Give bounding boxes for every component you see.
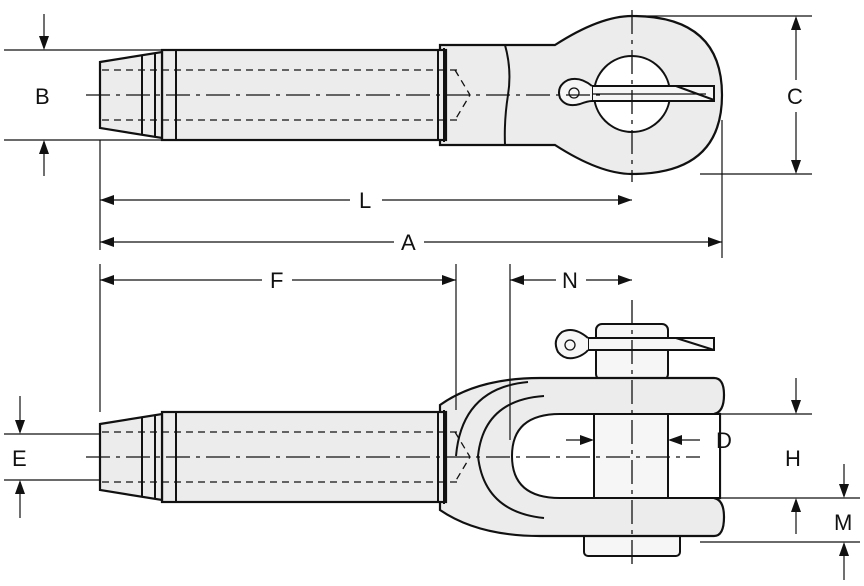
label-e: E <box>12 446 27 471</box>
cotter-ring <box>558 77 593 107</box>
label-b: B <box>35 84 50 109</box>
label-m: M <box>834 510 852 535</box>
bottom-view <box>86 300 726 570</box>
label-f: F <box>270 268 283 293</box>
label-c: C <box>787 84 803 109</box>
label-l: L <box>359 188 371 213</box>
dimensions <box>4 14 860 580</box>
pin-shaft <box>593 413 669 499</box>
label-d: D <box>716 428 732 453</box>
label-n: N <box>562 268 578 293</box>
dimension-labels: B C L A F N E D H M <box>12 84 852 535</box>
top-view <box>86 10 724 182</box>
label-a: A <box>401 230 416 255</box>
label-h: H <box>785 446 801 471</box>
